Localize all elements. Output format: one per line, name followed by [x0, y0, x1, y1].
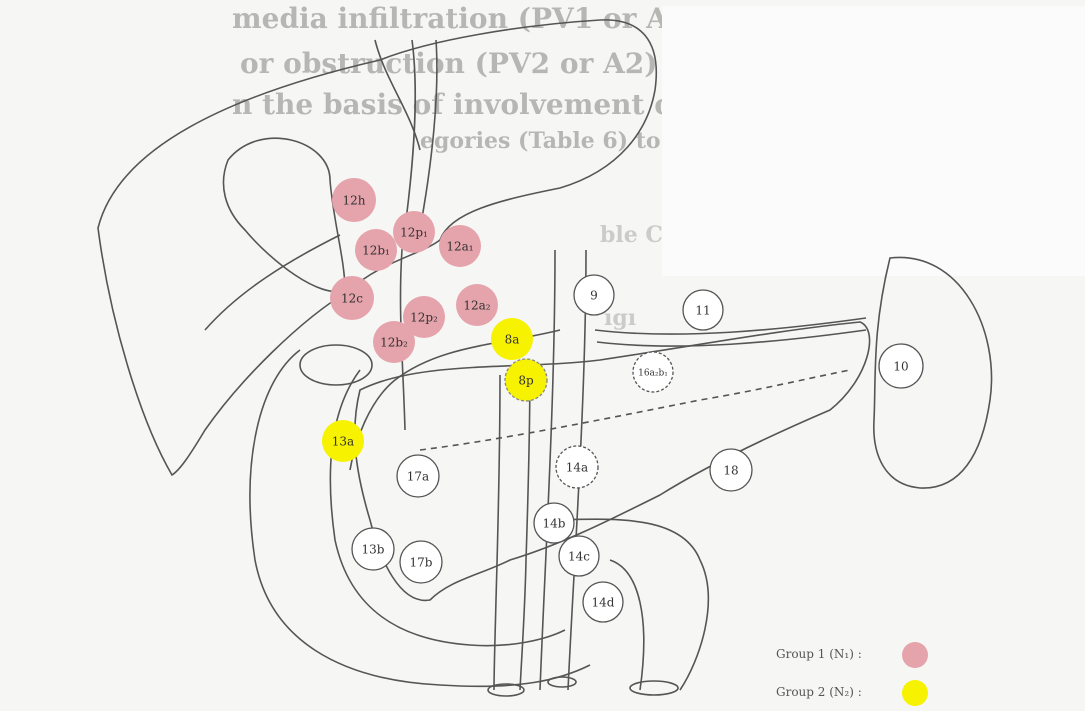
lymph-node-8a: 8a — [491, 318, 533, 360]
lymph-node-10: 10 — [879, 344, 923, 388]
lymph-node-label-11: 11 — [695, 304, 710, 318]
lymph-node-label-14d: 14d — [592, 596, 615, 610]
lymph-node-label-17b: 17b — [410, 556, 433, 570]
lymph-node-label-12c: 12c — [341, 292, 363, 306]
lymph-node-label-14b: 14b — [543, 517, 566, 531]
vessel-end-2 — [548, 677, 576, 687]
lymph-node-12a2: 12a₂ — [456, 284, 498, 326]
lymph-node-12b1: 12b₁ — [355, 229, 397, 271]
aorta-left-wall — [540, 250, 555, 690]
lymph-node-17b: 17b — [400, 541, 442, 583]
gallbladder-outline — [223, 138, 345, 291]
lymph-node-12a1: 12a₁ — [439, 225, 481, 267]
portal-vein — [520, 360, 530, 690]
lymph-node-12c: 12c — [330, 276, 374, 320]
lymph-node-12b2: 12b₂ — [373, 321, 415, 363]
lymph-node-13a: 13a — [322, 420, 364, 462]
lymph-node-label-8a: 8a — [505, 333, 520, 347]
lymph-node-14d: 14d — [583, 582, 623, 622]
lymph-node-label-14c: 14c — [568, 550, 590, 564]
lymph-node-12h: 12h — [332, 178, 376, 222]
lymph-node-label-9: 9 — [590, 289, 598, 303]
lymph-node-9: 9 — [574, 275, 614, 315]
legend-group1-label: Group 1 (N₁) : — [776, 647, 862, 661]
lymph-node-16a2b1: 16a₂b₁ — [633, 352, 673, 392]
legend-group2-swatch — [902, 680, 928, 706]
lymph-node-label-8p: 8p — [518, 374, 534, 388]
lymph-node-label-12b2: 12b₂ — [380, 336, 408, 350]
lymph-node-label-12a1: 12a₁ — [446, 240, 473, 254]
lymph-node-label-12h: 12h — [343, 194, 366, 208]
jejunum-inner — [610, 560, 644, 690]
lymph-node-label-13a: 13a — [332, 435, 354, 449]
lymph-node-8p: 8p — [505, 359, 547, 401]
duodenum-opening — [300, 345, 372, 385]
smv-vein — [494, 375, 500, 690]
liver-fissure-2 — [205, 235, 340, 330]
lymph-node-14a: 14a — [556, 446, 598, 488]
lymph-node-13b: 13b — [352, 528, 394, 570]
lymph-node-label-12p1: 12p₁ — [400, 226, 428, 240]
lymph-node-layer: 12h 12p₁ 12b₁ 12a₁ 12c 12p₂ 12a₂ 12b₂ 8a 8p 13a 9 11… — [322, 178, 923, 622]
lymph-node-11: 11 — [683, 290, 723, 330]
lymph-node-12p1: 12p₁ — [393, 211, 435, 253]
lymph-node-label-12b1: 12b₁ — [362, 244, 390, 258]
lymph-node-14b: 14b — [534, 503, 574, 543]
legend-group2-label: Group 2 (N₂) : — [776, 685, 862, 699]
lymph-node-label-14a: 14a — [566, 461, 588, 475]
lymph-node-label-12a2: 12a₂ — [463, 299, 490, 313]
lymph-node-18: 18 — [710, 449, 752, 491]
lymph-node-label-13b: 13b — [362, 543, 385, 557]
lymph-node-14c: 14c — [559, 536, 599, 576]
lymph-node-17a: 17a — [397, 455, 439, 497]
lymph-node-label-10: 10 — [893, 360, 908, 374]
lymph-node-label-17a: 17a — [407, 470, 429, 484]
lymph-node-label-16a2b1: 16a₂b₁ — [638, 369, 668, 379]
anatomy-outlines — [98, 20, 992, 696]
vessel-end-3 — [630, 681, 678, 695]
legend-group1-swatch — [902, 642, 928, 668]
lymph-node-label-12p2: 12p₂ — [410, 311, 438, 325]
lymph-node-label-18: 18 — [723, 464, 738, 478]
